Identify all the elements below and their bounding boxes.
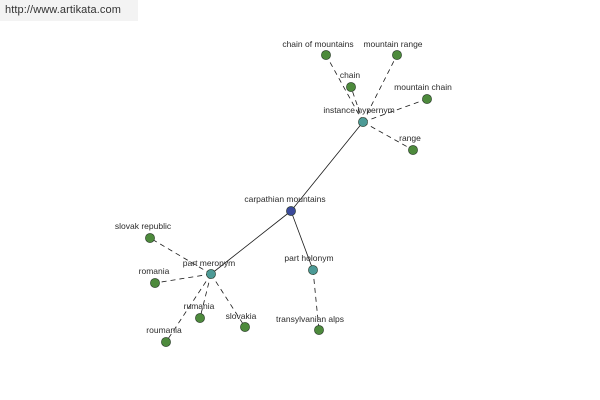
edge-meronym-t8 xyxy=(199,273,212,319)
edge-meronym-t6 xyxy=(149,237,212,275)
edge-root-meronym xyxy=(210,210,292,275)
edge-meronym-t7 xyxy=(154,273,212,284)
edge-hypernym-t4 xyxy=(362,98,428,123)
edge-holonym-t11 xyxy=(312,269,320,331)
term-node[interactable] xyxy=(240,322,250,332)
relation-node-label: part meronym xyxy=(183,258,235,268)
term-node[interactable] xyxy=(422,94,432,104)
root-node-label: carpathian mountains xyxy=(244,194,325,204)
edge-hypernym-t3 xyxy=(350,86,364,123)
term-node-label: romania xyxy=(139,266,170,276)
edge-hypernym-t2 xyxy=(362,54,398,123)
edge-root-hypernym xyxy=(290,121,364,212)
term-node-label: rumania xyxy=(184,301,215,311)
edge-hypernym-t5 xyxy=(362,121,414,151)
edge-meronym-t10 xyxy=(165,273,212,343)
term-node-label: transylvanian alps xyxy=(276,314,344,324)
term-node-label: mountain chain xyxy=(394,82,452,92)
term-node[interactable] xyxy=(392,50,402,60)
term-node[interactable] xyxy=(195,313,205,323)
term-node[interactable] xyxy=(150,278,160,288)
term-node-label: slovakia xyxy=(226,311,257,321)
relation-node-hypernym[interactable] xyxy=(358,117,368,127)
term-node[interactable] xyxy=(161,337,171,347)
edge-hypernym-t1 xyxy=(325,54,364,123)
source-url-banner: http://www.artikata.com xyxy=(0,0,138,21)
relation-node-meronym[interactable] xyxy=(206,269,216,279)
term-node[interactable] xyxy=(346,82,356,92)
term-node-label: slovak republic xyxy=(115,221,172,231)
graph-edges xyxy=(149,54,428,343)
relation-node-label: instance hypernym xyxy=(323,105,394,115)
edge-root-holonym xyxy=(290,210,314,271)
term-node-label: mountain range xyxy=(363,39,422,49)
term-node-label: chain xyxy=(340,70,361,80)
root-node[interactable] xyxy=(286,206,296,216)
term-node-label: roumania xyxy=(146,325,182,335)
graph-nodes xyxy=(145,50,432,347)
term-node-label: range xyxy=(399,133,421,143)
source-url-link[interactable]: http://www.artikata.com xyxy=(5,4,122,16)
term-node[interactable] xyxy=(408,145,418,155)
graph-labels: carpathian mountains instance hypernym par… xyxy=(115,39,452,335)
relation-node-label: part holonym xyxy=(284,253,333,263)
term-node[interactable] xyxy=(321,50,331,60)
relation-node-holonym[interactable] xyxy=(308,265,318,275)
edge-meronym-t9 xyxy=(210,273,246,328)
term-node[interactable] xyxy=(145,233,155,243)
term-node[interactable] xyxy=(314,325,324,335)
term-node-label: chain of mountains xyxy=(282,39,353,49)
